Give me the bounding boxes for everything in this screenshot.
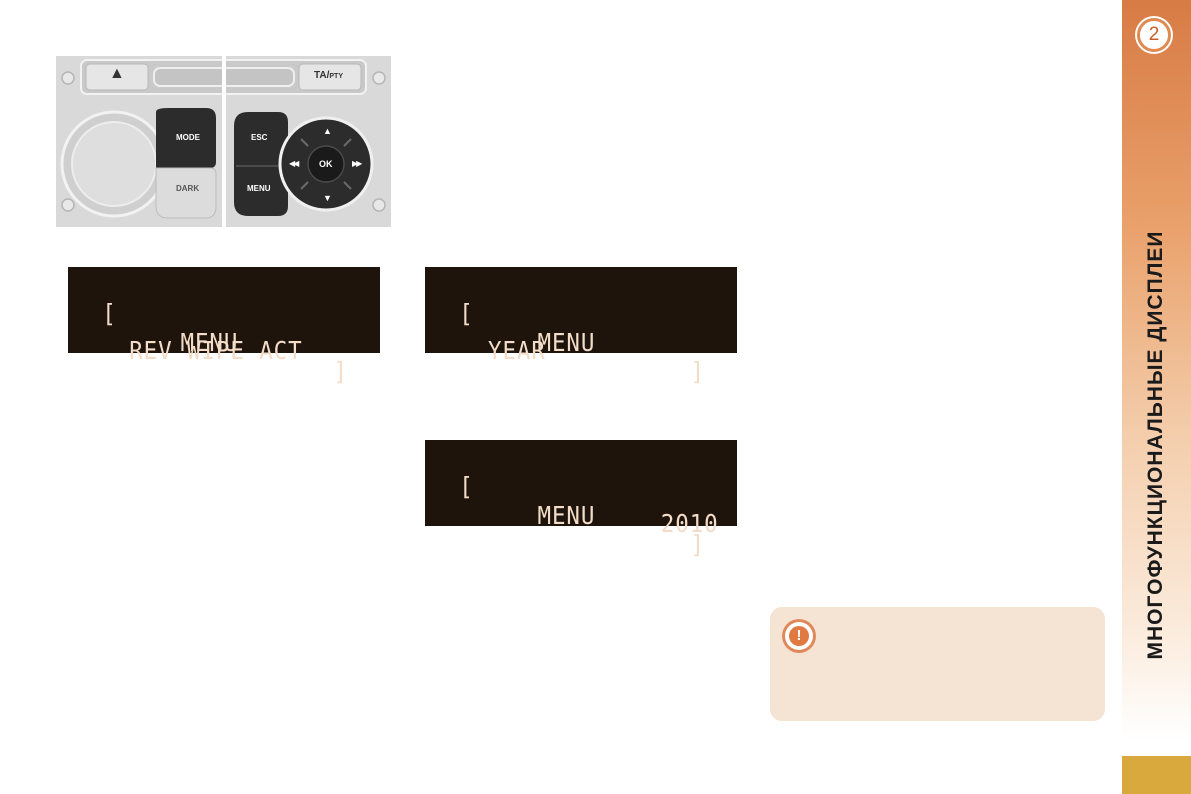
pty-label: PTY — [329, 73, 343, 80]
chapter-title: МНОГОФУНКЦИОНАЛЬНЫЕ ДИСПЛЕИ — [1144, 230, 1167, 660]
lcd-header-row: [ MENU ] — [425, 443, 706, 588]
chapter-footer-tab — [1122, 756, 1191, 794]
lcd-display-year: [ MENU ] YEAR — [425, 267, 737, 386]
eject-icon[interactable]: ▲ — [109, 65, 125, 82]
lcd-title: MENU — [537, 501, 596, 530]
bracket-right: ] — [690, 530, 705, 559]
lcd-value-row: YEAR — [425, 307, 706, 394]
lcd-value-row: 2010 — [425, 480, 718, 567]
screw-icon — [372, 198, 386, 212]
lcd-title: MENU — [180, 328, 239, 357]
chapter-sidebar — [1122, 0, 1191, 740]
screw-icon — [372, 71, 386, 85]
arrow-up-icon[interactable]: ▲ — [323, 126, 332, 136]
bracket-left: [ — [459, 472, 474, 501]
control-panel-drawing — [56, 56, 391, 227]
lcd-value-row: REV WIPE ACT — [68, 307, 349, 394]
lcd-value: 2010 — [660, 509, 719, 538]
seek-back-icon[interactable]: ◀◀ — [289, 159, 299, 168]
dark-button[interactable]: DARK — [176, 184, 200, 193]
esc-button[interactable]: ESC — [251, 133, 268, 142]
lcd-header-row: [ MENU ] — [425, 270, 706, 415]
ta-label: TA/ — [314, 70, 330, 81]
lcd-title: MENU — [537, 328, 596, 357]
ok-button[interactable]: OK — [319, 159, 333, 169]
arrow-down-icon[interactable]: ▼ — [323, 193, 332, 203]
exclamation-icon: ! — [782, 619, 816, 653]
lcd-display-year-value: [ MENU ] 2010 — [425, 440, 737, 559]
bracket-right: ] — [333, 357, 348, 386]
ta-pty-button[interactable]: TA/PTY — [314, 70, 343, 81]
lcd-value: YEAR — [488, 336, 546, 365]
lcd-value: REV WIPE ACT — [129, 336, 303, 365]
lcd-header-row: [ MENU ] — [68, 270, 349, 415]
chapter-number-badge: 2 — [1137, 18, 1171, 52]
exclamation-glyph: ! — [789, 626, 809, 646]
seek-forward-icon[interactable]: ▶▶ — [352, 159, 362, 168]
bracket-right: ] — [690, 357, 705, 386]
menu-button[interactable]: MENU — [247, 184, 271, 193]
control-panel-illustration: ▲ TA/PTY MODE DARK ESC MENU OK ▲ ▼ ◀◀ ▶▶ — [56, 56, 391, 227]
bracket-left: [ — [459, 299, 474, 328]
note-box: ! — [770, 607, 1105, 721]
lcd-display-rev-wipe: [ MENU ] REV WIPE ACT — [68, 267, 380, 386]
screw-icon — [61, 71, 75, 85]
bracket-left: [ — [102, 299, 117, 328]
screw-icon — [61, 198, 75, 212]
mode-button[interactable]: MODE — [176, 133, 200, 142]
